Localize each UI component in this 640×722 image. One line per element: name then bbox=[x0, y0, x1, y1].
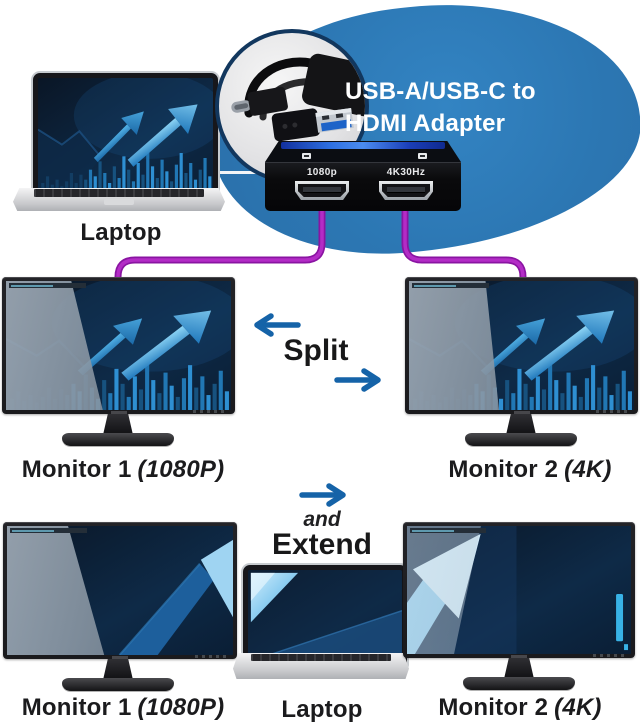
bubble-title: USB-A/USB-C to HDMI Adapter bbox=[345, 76, 570, 140]
and-label: and bbox=[303, 508, 341, 531]
extended-desktop-image-left bbox=[7, 526, 233, 655]
hdmi-logo-icon bbox=[302, 153, 312, 159]
extend-title: Extend bbox=[271, 528, 373, 561]
monitor-base bbox=[62, 433, 174, 446]
screen-menu-bar bbox=[9, 283, 86, 288]
split-title: Split bbox=[283, 334, 349, 367]
extended-desktop-image-center bbox=[248, 570, 402, 662]
laptop-adapter-cable bbox=[204, 171, 270, 174]
monitor-2-split-screen bbox=[409, 281, 634, 410]
keyboard bbox=[34, 189, 204, 197]
port-label-4k: 4K30Hz bbox=[386, 167, 426, 178]
monitor-2-extend bbox=[403, 522, 635, 658]
monitor-1-split-label: Monitor 1(1080P) bbox=[21, 456, 225, 483]
hdmi-port-icon bbox=[295, 181, 349, 200]
laptop-top-screen bbox=[33, 73, 218, 198]
split-arrow-left-icon bbox=[251, 313, 303, 337]
laptop-extend-label: Laptop bbox=[281, 696, 363, 722]
monitor-1-extend-label: Monitor 1(1080P) bbox=[21, 694, 225, 721]
monitor-1-split-screen bbox=[6, 281, 231, 410]
monitor-2-extend-label: Monitor 2(4K) bbox=[438, 694, 602, 721]
usb-connectors-photo-icon bbox=[231, 53, 365, 142]
extended-desktop-image-right bbox=[407, 526, 631, 654]
stock-chart-image bbox=[38, 78, 213, 193]
screen-menu-bar bbox=[410, 528, 487, 533]
monitor-brand-logo bbox=[513, 411, 530, 414]
monitor-2-split-label: Monitor 2(4K) bbox=[448, 456, 612, 483]
bubble-title-line1: USB-A/USB-C to bbox=[345, 78, 536, 105]
usb-a-connector bbox=[271, 107, 354, 142]
bubble-title-line2: HDMI Adapter bbox=[345, 110, 506, 137]
monitor-1-extend bbox=[3, 522, 237, 659]
hdmi-port-4k: 4K30Hz bbox=[377, 167, 435, 200]
hdmi-port-1080p: 1080p bbox=[293, 167, 351, 200]
monitor-stand bbox=[103, 659, 133, 680]
monitor-1-extend-screen bbox=[7, 526, 233, 655]
monitor-brand-logo bbox=[511, 655, 527, 658]
laptop-top-label: Laptop bbox=[80, 219, 162, 246]
split-arrow-right-icon bbox=[332, 368, 384, 392]
screen-menu-bar bbox=[412, 283, 489, 288]
monitor-base bbox=[62, 678, 174, 691]
laptop-extend-base bbox=[233, 653, 409, 679]
adapter-blue-stripe bbox=[280, 142, 446, 149]
usb-c-connector bbox=[231, 86, 288, 116]
monitor-buttons bbox=[193, 410, 227, 413]
stock-chart-image bbox=[6, 281, 231, 410]
hdmi-logo-icon bbox=[417, 153, 427, 159]
monitor-brand-logo bbox=[112, 656, 128, 659]
port-label-1080p: 1080p bbox=[306, 167, 338, 178]
screen-menu-bar bbox=[10, 528, 87, 533]
monitor-buttons bbox=[195, 655, 229, 658]
laptop-extend-screen bbox=[243, 565, 407, 667]
hdmi-port-icon bbox=[379, 181, 433, 200]
adapter-front-face: 1080p 4K30Hz bbox=[265, 162, 461, 211]
monitor-2-extend-screen bbox=[407, 526, 631, 654]
monitor-2-split bbox=[405, 277, 638, 414]
trackpad bbox=[104, 199, 134, 205]
monitor-stand bbox=[504, 658, 534, 679]
hdmi-adapter-device: 1080p 4K30Hz bbox=[265, 141, 461, 211]
stock-chart-image bbox=[409, 281, 634, 410]
monitor-base bbox=[465, 433, 577, 446]
extend-arrow-icon bbox=[297, 483, 349, 507]
laptop-top-base bbox=[13, 188, 225, 211]
monitor-stand bbox=[103, 414, 133, 435]
monitor-buttons bbox=[593, 654, 627, 657]
monitor-buttons bbox=[596, 410, 630, 413]
keyboard bbox=[250, 654, 392, 661]
monitor-stand bbox=[506, 414, 536, 435]
monitor-brand-logo bbox=[110, 411, 127, 414]
monitor-1-split bbox=[2, 277, 235, 414]
adapter-top-face bbox=[265, 141, 461, 162]
monitor-base bbox=[463, 677, 575, 690]
